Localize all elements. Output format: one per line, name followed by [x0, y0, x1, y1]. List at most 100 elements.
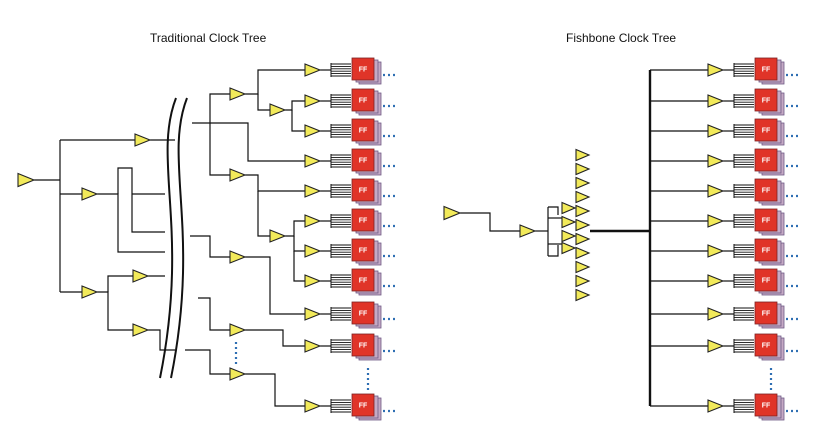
flip-flop	[754, 57, 778, 81]
flip-flop-stack: FF	[733, 208, 800, 236]
buffer-triangle	[132, 323, 150, 337]
buffer-triangle	[707, 274, 725, 288]
buffer-triangle	[304, 307, 322, 321]
wire	[548, 245, 559, 257]
wire	[291, 110, 305, 132]
buffer-triangle	[229, 367, 247, 381]
wire	[245, 174, 305, 192]
flip-flop-stack: FF	[330, 301, 397, 329]
buffer-triangle	[269, 103, 287, 117]
flip-flop	[754, 148, 778, 172]
wire	[190, 235, 230, 258]
flip-flop-label: FF	[762, 128, 771, 135]
buffer-triangle	[304, 94, 322, 108]
buffer-triangle	[229, 323, 247, 337]
buffers	[17, 63, 725, 413]
flip-flops: FFFFFFFFFFFFFFFFFFFFFFFFFFFFFFFFFFFFFFFF…	[330, 57, 800, 421]
buffer-triangle	[707, 244, 725, 258]
flip-flop-stack: FF	[733, 333, 800, 361]
wire	[209, 123, 230, 176]
flip-flop-label: FF	[762, 67, 771, 74]
buffer-triangle	[707, 339, 725, 353]
wire	[148, 329, 175, 351]
buffer-triangle	[229, 168, 247, 182]
flip-flop-stack: FF	[733, 301, 800, 329]
wire	[285, 100, 305, 111]
buffer-triangle	[575, 162, 591, 176]
wire	[245, 256, 305, 315]
buffer-triangle	[575, 232, 591, 246]
flip-flop	[351, 238, 375, 262]
flip-flop	[754, 208, 778, 232]
flip-flop	[754, 238, 778, 262]
flip-flop	[351, 333, 375, 357]
buffer-triangle	[269, 229, 287, 243]
buffer-triangle	[304, 244, 322, 258]
buffer-triangle	[17, 172, 36, 188]
buffer-triangle	[575, 190, 591, 204]
buffer-triangle	[561, 229, 577, 243]
wire	[285, 220, 305, 237]
flip-flop-stack: FF	[733, 88, 800, 116]
buffer-triangle	[561, 215, 577, 229]
buffer-triangle	[575, 218, 591, 232]
flip-flop-label: FF	[359, 311, 368, 318]
buffer-triangle	[575, 274, 591, 288]
flip-flop	[351, 148, 375, 172]
flip-flop-stack: FF	[330, 57, 397, 85]
wire	[293, 251, 305, 282]
buffer-triangle	[575, 204, 591, 218]
flip-flop	[351, 301, 375, 325]
flip-flop-label: FF	[359, 218, 368, 225]
flip-flop-stack: FF	[733, 393, 800, 421]
buffer-triangle	[575, 148, 591, 162]
flip-flop-label: FF	[359, 343, 368, 350]
traditional-clock-tree-title: Traditional Clock Tree	[150, 31, 267, 45]
flip-flop-stack: FF	[330, 148, 397, 176]
buffer-triangle	[304, 214, 322, 228]
flip-flop-stack: FF	[330, 208, 397, 236]
break-line-right	[170, 97, 188, 379]
flip-flop-label: FF	[762, 311, 771, 318]
flip-flop	[351, 268, 375, 292]
flip-flop	[351, 88, 375, 112]
flip-flop	[351, 208, 375, 232]
flip-flop-stack: FF	[330, 393, 397, 421]
buffer-triangle	[707, 63, 725, 77]
wire	[185, 349, 230, 375]
flip-flop-label: FF	[762, 218, 771, 225]
flip-flop	[754, 333, 778, 357]
flip-flop	[754, 301, 778, 325]
flip-flop-stack: FF	[733, 178, 800, 206]
flip-flop-label: FF	[359, 158, 368, 165]
buffer-triangle	[443, 205, 462, 221]
buffer-triangle	[132, 269, 150, 283]
flip-flop-stack: FF	[733, 268, 800, 296]
wire	[210, 122, 305, 162]
buffer-triangle	[519, 224, 537, 238]
flip-flop-label: FF	[359, 278, 368, 285]
buffer-triangle	[229, 250, 247, 264]
buffer-triangle	[707, 184, 725, 198]
wire	[192, 93, 230, 124]
flip-flop-label: FF	[762, 98, 771, 105]
wire	[245, 329, 305, 347]
wire	[293, 236, 305, 252]
buffer-triangle	[304, 274, 322, 288]
wire	[257, 191, 270, 237]
flip-flop	[351, 393, 375, 417]
buffer-triangle	[81, 187, 99, 201]
flip-flop-label: FF	[359, 188, 368, 195]
buffer-triangle	[304, 124, 322, 138]
wire	[460, 212, 520, 232]
flip-flop-label: FF	[762, 248, 771, 255]
buffer-triangle	[304, 399, 322, 413]
buffer-triangle	[134, 133, 152, 147]
wire	[198, 297, 230, 331]
flip-flop-stack: FF	[733, 148, 800, 176]
flip-flop-stack: FF	[330, 118, 397, 146]
wire	[97, 193, 165, 253]
buffer-triangle	[707, 154, 725, 168]
wire	[107, 275, 133, 292]
